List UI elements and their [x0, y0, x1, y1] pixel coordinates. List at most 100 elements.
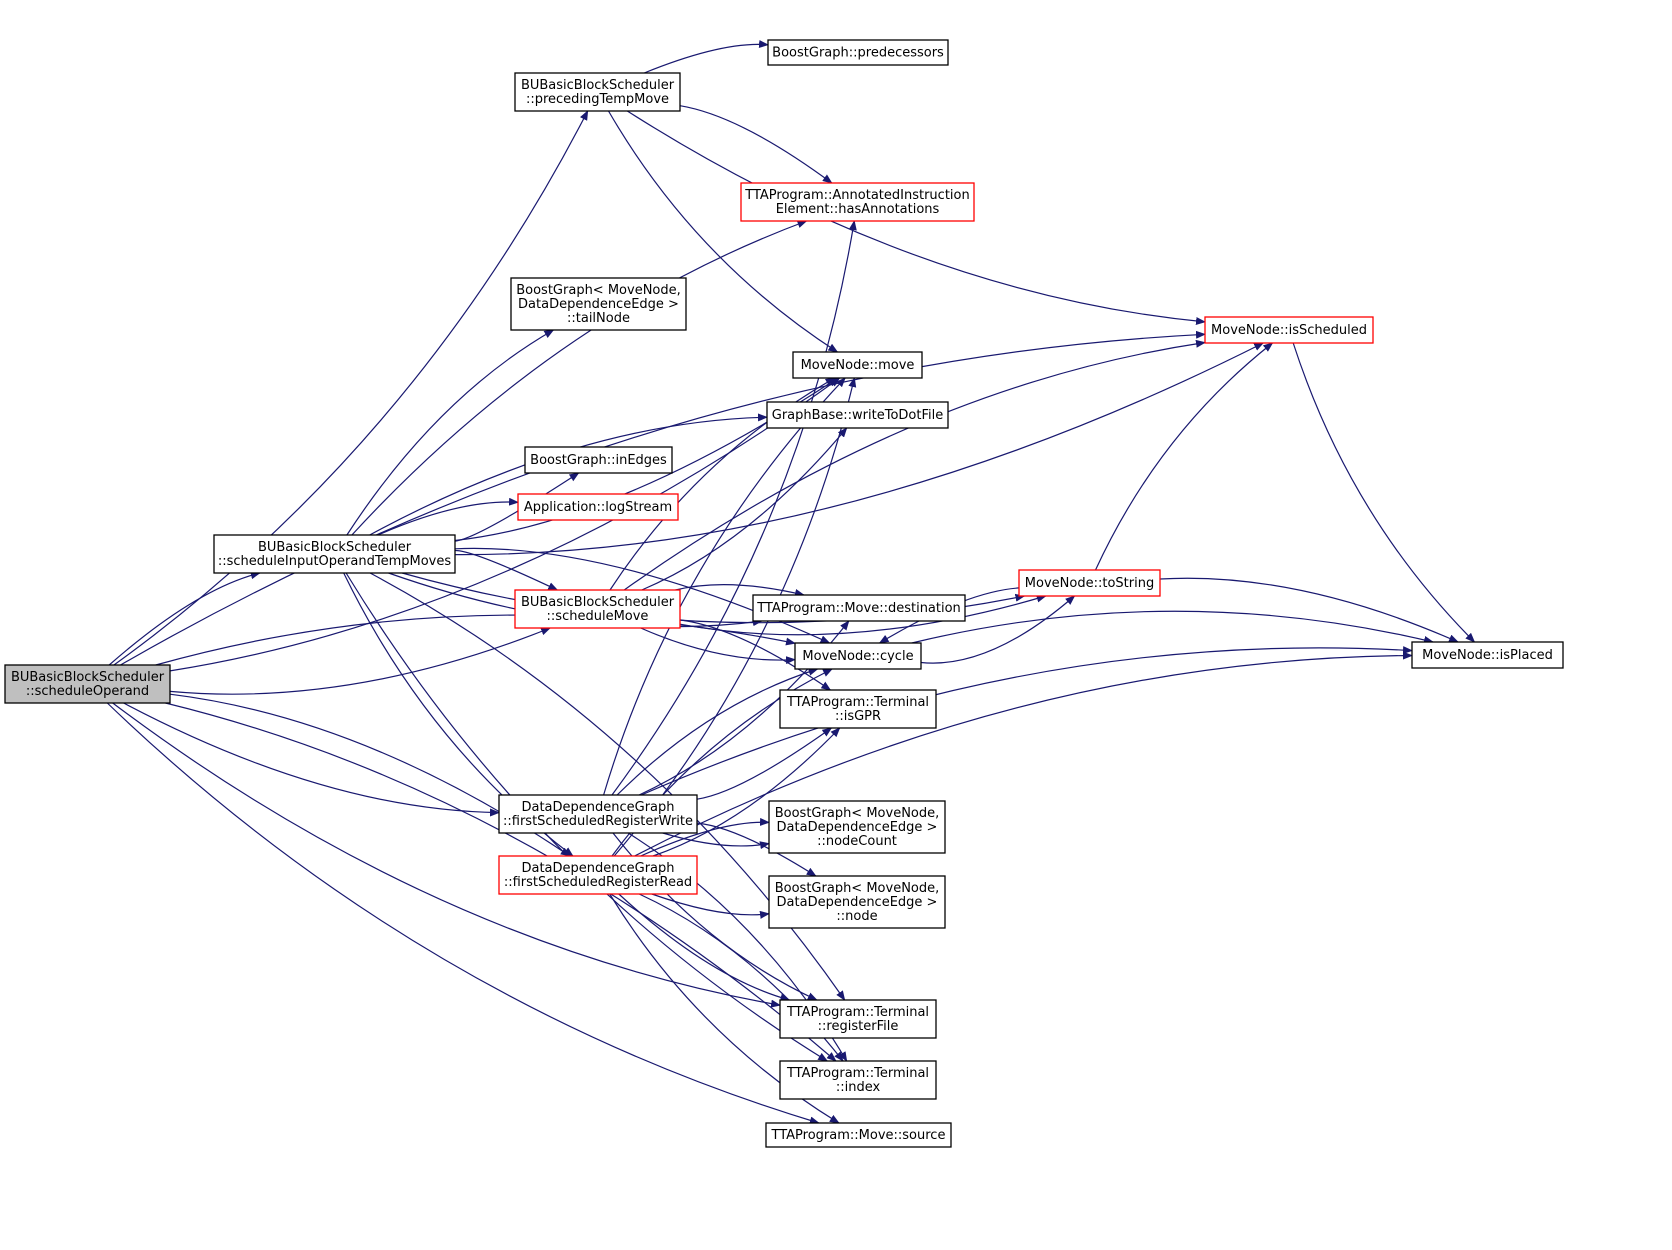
node-scheduleOperand[interactable]: BUBasicBlockScheduler::scheduleOperand [4, 664, 171, 704]
node-node[interactable]: BoostGraph< MoveNode,DataDependenceEdge … [768, 875, 946, 929]
node-label: DataDependenceEdge > [518, 297, 679, 312]
edge-precedingTempMove-to-isScheduled [626, 110, 1206, 326]
edge-precedingTempMove-to-hasAnnotations [679, 105, 833, 184]
node-source[interactable]: TTAProgram::Move::source [765, 1122, 952, 1148]
node-registerFile[interactable]: TTAProgram::Terminal::registerFile [779, 999, 937, 1039]
node-box[interactable] [794, 642, 922, 670]
edge-scheduleInputOperandTempMoves-to-logStream [377, 497, 519, 536]
node-precedingTempMove[interactable]: BUBasicBlockScheduler::precedingTempMove [514, 72, 681, 112]
node-label: BUBasicBlockScheduler [11, 670, 165, 685]
node-label: DataDependenceEdge > [777, 820, 938, 835]
node-label: TTAProgram::Terminal [786, 1005, 929, 1020]
node-label: ::scheduleInputOperandTempMoves [218, 554, 451, 569]
node-isPlaced[interactable]: MoveNode::isPlaced [1411, 641, 1564, 669]
edge-scheduleOperand-to-registerFile [112, 702, 781, 1008]
edge-cycle-to-isPlaced [911, 610, 1434, 644]
node-label: GraphBase::writeToDotFile [772, 408, 943, 423]
node-box[interactable] [740, 182, 975, 222]
node-box[interactable] [779, 1060, 937, 1100]
node-box[interactable] [524, 446, 673, 474]
node-box[interactable] [1411, 641, 1564, 669]
node-box[interactable] [767, 39, 949, 66]
edge-scheduleMove-to-isGPR [679, 619, 832, 691]
node-box[interactable] [1018, 569, 1161, 597]
node-label: BoostGraph::predecessors [772, 46, 944, 61]
node-label: ::isGPR [835, 709, 881, 724]
node-label: DataDependenceGraph [521, 861, 674, 876]
node-inEdges[interactable]: BoostGraph::inEdges [524, 446, 673, 474]
node-box[interactable] [498, 794, 698, 834]
node-logStream[interactable]: Application::logStream [517, 493, 679, 521]
node-label: MoveNode::cycle [802, 649, 913, 664]
edge-firstScheduledRegisterWrite-to-hasAnnotations [611, 220, 857, 796]
node-box[interactable] [779, 999, 937, 1039]
node-destination[interactable]: TTAProgram::Move::destination [752, 594, 966, 622]
edge-precedingTempMove-to-move [607, 110, 839, 353]
node-firstScheduledRegisterRead[interactable]: DataDependenceGraph::firstScheduledRegis… [498, 855, 698, 895]
edge-firstScheduledRegisterWrite-to-move [603, 377, 846, 796]
edge-firstScheduledRegisterWrite-to-isGPR [696, 727, 833, 800]
node-label: DataDependenceGraph [521, 800, 674, 815]
node-box[interactable] [768, 800, 946, 854]
node-isGPR[interactable]: TTAProgram::Terminal::isGPR [779, 689, 937, 729]
edge-scheduleOperand-to-scheduleMove [169, 627, 552, 695]
edge-scheduleOperand-to-firstScheduledRegisterWrite [123, 702, 500, 817]
node-label: MoveNode::toString [1025, 576, 1154, 591]
node-label: ::firstScheduledRegisterRead [504, 875, 692, 890]
node-box[interactable] [510, 277, 687, 331]
node-label: Application::logStream [524, 500, 672, 515]
node-label: ::precedingTempMove [526, 92, 669, 107]
node-box[interactable] [765, 1122, 952, 1148]
node-move[interactable]: MoveNode::move [792, 351, 923, 379]
node-label: ::nodeCount [817, 834, 897, 849]
node-box[interactable] [752, 594, 966, 622]
node-box[interactable] [213, 534, 456, 574]
node-box[interactable] [4, 664, 171, 704]
node-scheduleMove[interactable]: BUBasicBlockScheduler::scheduleMove [514, 589, 681, 629]
node-index[interactable]: TTAProgram::Terminal::index [779, 1060, 937, 1100]
node-scheduleInputOperandTempMoves[interactable]: BUBasicBlockScheduler::scheduleInputOper… [213, 534, 456, 574]
edge-scheduleInputOperandTempMoves-to-registerFile [369, 572, 846, 1001]
node-hasAnnotations[interactable]: TTAProgram::AnnotatedInstructionElement:… [740, 182, 975, 222]
node-label: ::tailNode [567, 311, 630, 326]
edge-scheduleMove-to-destination [675, 583, 805, 597]
node-toString[interactable]: MoveNode::toString [1018, 569, 1161, 597]
node-box[interactable] [792, 351, 923, 379]
edge-firstScheduledRegisterRead-to-registerFile [618, 893, 791, 1002]
edge-scheduleMove-to-cycle [640, 627, 796, 665]
node-label: MoveNode::move [801, 358, 915, 373]
edge-scheduleInputOperandTempMoves-to-scheduleMove [454, 549, 559, 591]
node-label: MoveNode::isPlaced [1422, 648, 1553, 663]
node-label: BUBasicBlockScheduler [258, 540, 412, 555]
edge-scheduleMove-to-toString [679, 594, 1047, 636]
node-label: Element::hasAnnotations [776, 202, 940, 217]
node-label: ::index [836, 1080, 881, 1095]
node-nodeCount[interactable]: BoostGraph< MoveNode,DataDependenceEdge … [768, 800, 946, 854]
node-label: TTAProgram::Move::source [771, 1128, 946, 1143]
node-box[interactable] [779, 689, 937, 729]
node-box[interactable] [498, 855, 698, 895]
node-tailNode[interactable]: BoostGraph< MoveNode,DataDependenceEdge … [510, 277, 687, 331]
node-label: BUBasicBlockScheduler [521, 595, 675, 610]
node-predecessors[interactable]: BoostGraph::predecessors [767, 39, 949, 66]
node-cycle[interactable]: MoveNode::cycle [794, 642, 922, 670]
node-writeToDotFile[interactable]: GraphBase::writeToDotFile [766, 401, 949, 429]
node-label: TTAProgram::Terminal [786, 695, 929, 710]
node-box[interactable] [768, 875, 946, 929]
edge-firstScheduledRegisterWrite-to-nodeCount [662, 832, 770, 850]
node-box[interactable] [517, 493, 679, 521]
edge-precedingTempMove-to-predecessors [643, 40, 769, 74]
node-box[interactable] [514, 72, 681, 112]
node-box[interactable] [514, 589, 681, 629]
edge-firstScheduledRegisterRead-to-nodeCount [640, 817, 770, 857]
edge-scheduleOperand-to-isScheduled [120, 330, 1206, 666]
edge-firstScheduledRegisterWrite-to-isPlaced [641, 646, 1413, 796]
edge-firstScheduledRegisterRead-to-isPlaced [634, 651, 1413, 857]
node-label: ::scheduleOperand [26, 684, 149, 699]
edge-scheduleMove-to-move [609, 377, 836, 591]
node-firstScheduledRegisterWrite[interactable]: DataDependenceGraph::firstScheduledRegis… [498, 794, 698, 834]
node-box[interactable] [766, 401, 949, 429]
node-isScheduled[interactable]: MoveNode::isScheduled [1204, 316, 1374, 344]
node-box[interactable] [1204, 316, 1374, 344]
